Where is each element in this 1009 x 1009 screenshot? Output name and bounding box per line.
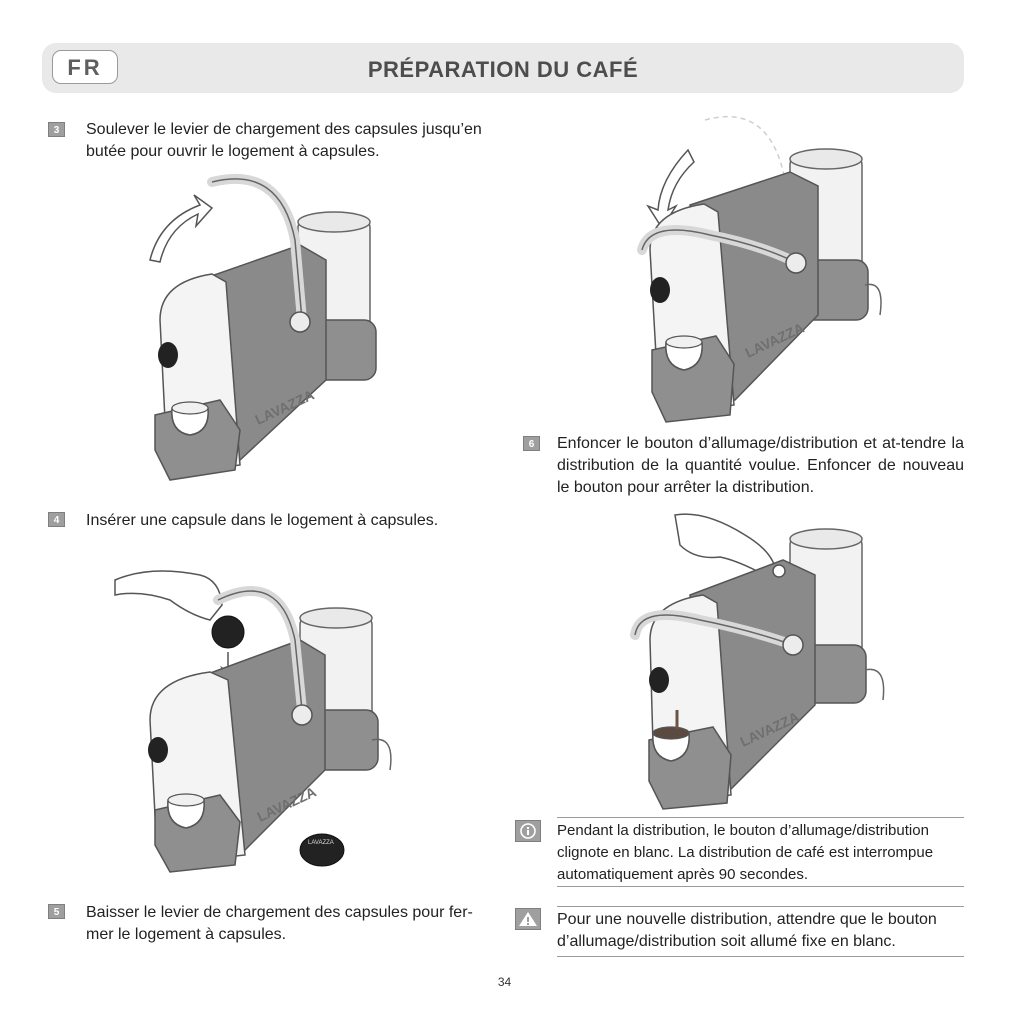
figure-insert-capsule: LAVAZZA LAVAZZA: [114, 570, 392, 873]
step-3-badge: 3: [48, 122, 65, 137]
step-4-badge: 4: [48, 512, 65, 527]
step-6-badge: 6: [523, 436, 540, 451]
warning-icon: [519, 912, 537, 926]
hand-icon: [674, 513, 776, 572]
info-icon: [520, 823, 536, 839]
step-4-text: Insérer une capsule dans le logement à c…: [86, 512, 439, 529]
page-number: 34: [497, 975, 512, 989]
capsule-icon: [211, 615, 245, 649]
warning-badge: [515, 908, 541, 930]
info-badge: [515, 820, 541, 842]
warning-divider-bottom: [557, 956, 964, 957]
page-title: PRÉPARATION DU CAFÉ: [367, 57, 639, 82]
figure-open-lever: LAVAZZA: [149, 173, 377, 481]
note-divider-top: [557, 817, 964, 818]
step-6-text: Enfoncer le bouton d’allumage/distributi…: [557, 435, 964, 496]
capsule-label: LAVAZZA: [308, 840, 334, 846]
arrow-up-icon: [149, 194, 214, 263]
hand-icon: [114, 570, 223, 621]
step-3-text: Soulever le levier de chargement des cap…: [86, 121, 482, 160]
step-5-badge: 5: [48, 904, 65, 919]
warning-divider-top: [557, 906, 964, 907]
info-note-text: Pendant la distribution, le bouton d’all…: [557, 822, 934, 883]
figure-close-lever: LAVAZZA: [637, 115, 882, 423]
language-badge: FR: [52, 50, 118, 84]
power-button-icon: [772, 564, 786, 578]
warning-note-text: Pour une nouvelle distribution, attendre…: [557, 911, 937, 950]
note-divider-bottom: [557, 886, 964, 887]
step-5-text: Baisser le levier de chargement des caps…: [86, 904, 473, 943]
figure-press-button: LAVAZZA: [630, 513, 885, 810]
page-header: FR PRÉPARATION DU CAFÉ: [42, 43, 964, 93]
